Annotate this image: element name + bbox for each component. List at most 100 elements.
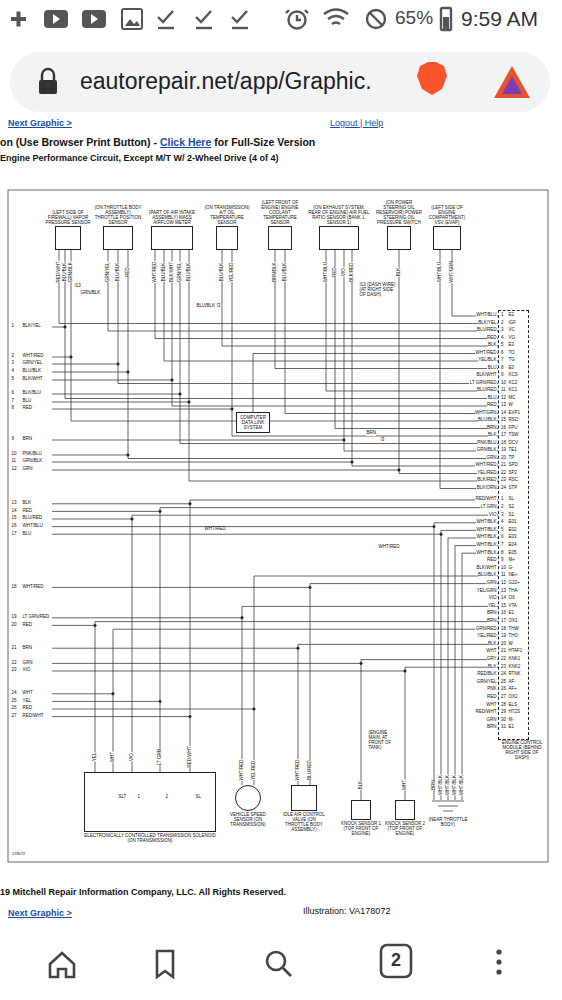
component-label: VEHICLE SPEED SENSOR (ON TRANSMISSION) xyxy=(226,812,270,827)
cross-ref-number: 3 xyxy=(11,361,14,366)
component-symbol xyxy=(235,785,261,811)
wire-color: WHT xyxy=(22,691,33,696)
pin-name: RSO xyxy=(508,418,519,423)
wire xyxy=(52,394,180,395)
wire-color: BLU/BLK xyxy=(283,262,288,281)
wire xyxy=(351,461,353,463)
wire-color: GRN/RED xyxy=(475,627,497,632)
wire-color: WHT/BLU xyxy=(438,261,443,282)
pin-name: THA xyxy=(508,589,518,594)
component-symbol xyxy=(351,800,371,820)
lock-shackle xyxy=(42,69,54,80)
pin-name: S1 xyxy=(508,513,514,518)
status-icons xyxy=(125,19,140,26)
wire-color: PNK/BLU xyxy=(477,441,497,446)
wire-connector xyxy=(298,644,498,785)
figure-number: 178072 xyxy=(12,852,25,856)
pin-number: 13 xyxy=(501,403,507,408)
pin-name: E03 xyxy=(508,535,517,540)
wire-color: RED xyxy=(126,267,131,277)
wire xyxy=(52,526,434,527)
wire-color: RED/WHT xyxy=(475,497,497,502)
wire xyxy=(309,586,311,588)
wire-color: BLK xyxy=(359,780,364,789)
wire xyxy=(52,364,118,365)
wire-color: WHT/BLU xyxy=(324,261,329,282)
component-symbol xyxy=(291,785,317,811)
wire xyxy=(160,508,498,772)
pin-number: 15 xyxy=(501,604,507,609)
wire-color: BRN xyxy=(366,431,376,436)
wire-color: BLU/RED xyxy=(22,516,42,521)
wire-color: BRN xyxy=(22,646,32,651)
wire xyxy=(52,709,254,710)
cross-ref-number: 1 xyxy=(11,324,14,329)
wire-color: GRN/YEL xyxy=(22,361,43,366)
wire xyxy=(159,700,161,702)
pin-number: 1 xyxy=(501,497,504,502)
pin-number: 14 xyxy=(501,596,507,601)
wire xyxy=(52,663,361,664)
wire-color: WHT/BLK xyxy=(446,775,451,796)
cross-ref-number: 20 xyxy=(11,623,17,628)
wire-color: VIO xyxy=(488,513,497,518)
wire-color: WHT/GRN xyxy=(475,411,497,416)
wire xyxy=(189,503,191,505)
component-label: (LEFT SIDE OF ENGINE COMPARTMENT) VSV (E… xyxy=(424,205,470,225)
component-label: KNOCK SENSOR 2 (TOP FRONT OF ENGINE) xyxy=(384,821,426,836)
wire xyxy=(253,708,255,710)
pin-name: W xyxy=(508,403,513,408)
pin-name: KC2 xyxy=(508,381,518,386)
cross-ref-number: 18 xyxy=(11,585,17,590)
wire-color: VIO xyxy=(342,268,347,277)
cross-ref-number: 21 xyxy=(11,646,17,651)
component: KNOCK SENSOR 1 (TOP FRONT OF ENGINE) xyxy=(340,800,382,836)
wire xyxy=(310,584,498,785)
wire-color: BLU/BLK xyxy=(22,369,41,374)
check-icons xyxy=(158,8,451,30)
component: (LEFT SIDE OF ENGINE COMPARTMENT) VSV (E… xyxy=(424,205,470,250)
system-box: COMPUTER DATA LINK SYSTEM xyxy=(236,412,270,433)
status-icons xyxy=(91,14,98,24)
print-note: on (Use Browser Print Button) - xyxy=(0,137,157,149)
wire xyxy=(344,250,498,451)
cross-ref-number: 14 xyxy=(11,509,17,514)
wire-color: BLK/WHT xyxy=(170,262,175,283)
wire-color: BLK xyxy=(488,665,497,670)
splice-label: I3 xyxy=(380,438,385,443)
component-label: (ON THROTTLE BODY ASSEMBLY) THROTTLE POS… xyxy=(93,205,143,225)
solenoid-terminal: 1 xyxy=(137,795,140,800)
pin-name: OX2 xyxy=(508,695,518,700)
wire-connector xyxy=(242,606,498,785)
pin-name: IGF xyxy=(508,321,516,326)
wire xyxy=(52,462,352,463)
pin-number: 10 xyxy=(501,566,507,571)
wire-color: BLU/RED xyxy=(308,760,313,780)
component-symbol xyxy=(84,772,216,832)
check-icons xyxy=(324,10,348,25)
pin-name: VG xyxy=(508,336,515,341)
check-icons xyxy=(158,27,174,29)
wire xyxy=(188,401,190,403)
status-text: 65% xyxy=(395,8,433,29)
wire-color: BLU/BLK xyxy=(116,262,121,281)
status-icons xyxy=(82,10,106,28)
wire xyxy=(343,439,345,441)
wire-color: YEL xyxy=(93,752,98,761)
cross-ref-number: 6 xyxy=(11,391,14,396)
component-symbol xyxy=(433,226,461,250)
wire-color: WHT xyxy=(486,649,497,654)
wire-connector xyxy=(440,250,498,489)
pin-number: 22 xyxy=(501,471,507,476)
wire-color: BLU xyxy=(487,366,497,371)
wire xyxy=(52,534,441,535)
wire xyxy=(455,546,498,800)
cross-ref-number: 2 xyxy=(11,354,14,359)
nav-icons xyxy=(267,952,285,970)
wire xyxy=(52,701,160,702)
wire xyxy=(118,250,498,384)
cross-ref-number: 4 xyxy=(11,369,14,374)
pin-name: KNK1 xyxy=(508,657,521,662)
wire-color: RED/WHT xyxy=(475,710,497,715)
pin-number: 24 xyxy=(501,486,507,491)
